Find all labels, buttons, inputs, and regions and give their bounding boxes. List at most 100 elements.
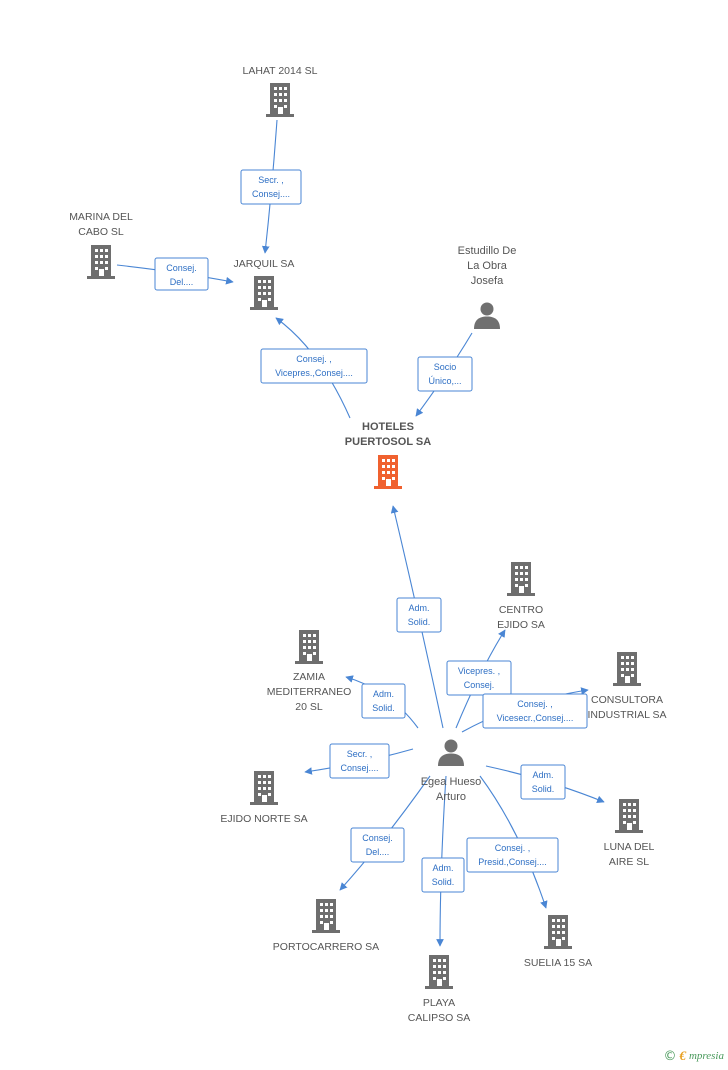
node-label-line: Arturo (436, 791, 466, 803)
relation-label-line: Del.... (366, 847, 390, 857)
node-label-line: EJIDO NORTE SA (220, 813, 307, 825)
brand-logo-initial: € (679, 1048, 686, 1063)
relation-label-line: Adm. (432, 863, 453, 873)
node-label-line: CENTRO (499, 604, 543, 616)
relation-label-box (329, 743, 390, 779)
node-jarquil[interactable]: JARQUIL SA (234, 258, 295, 310)
edge-egea-suelia (479, 775, 548, 909)
node-label-line: CABO SL (78, 226, 124, 238)
relation-label-egea-portocarrero[interactable]: Consej. Del.... (350, 827, 405, 863)
node-suelia[interactable]: SUELIA 15 SA (524, 915, 592, 969)
building-icon (312, 899, 340, 933)
relation-label-line: Adm. (408, 603, 429, 613)
node-label-line: EJIDO SA (497, 619, 545, 631)
relation-label-egea-playa[interactable]: Adm.Solid. (421, 857, 465, 893)
relation-label-box (520, 764, 566, 800)
person-icon (474, 302, 500, 329)
node-label-line: MARINA DEL (69, 211, 133, 223)
node-label-line: AIRE SL (609, 856, 649, 868)
relation-label-box (260, 348, 368, 384)
brand-logo-text: mpresia (688, 1050, 724, 1062)
relation-label-line: Secr. , (347, 749, 373, 759)
node-zamia[interactable]: ZAMIA MEDITERRANEO 20 SL (267, 630, 352, 713)
node-lahat[interactable]: LAHAT 2014 SL (243, 65, 318, 117)
relation-label-egea-centro[interactable]: Vicepres. , Consej. (446, 660, 512, 696)
relation-label-egea-hoteles[interactable]: Adm. Solid. (396, 597, 442, 633)
edges-layer (116, 119, 605, 947)
relation-label-egea-consultora[interactable]: Consej. , Vicesecr.,Consej.... (482, 693, 588, 729)
relation-label-line: Consej. (464, 680, 495, 690)
node-label-line: SUELIA 15 SA (524, 957, 592, 969)
node-label-line: MEDITERRANEO (267, 686, 352, 698)
building-icon (544, 915, 572, 949)
relation-label-box (466, 837, 559, 873)
copyright-symbol: © (663, 1048, 677, 1064)
relation-label-box (396, 597, 442, 633)
node-hoteles[interactable]: HOTELES PUERTOSOL SA (345, 421, 431, 489)
relation-label-box (240, 169, 302, 205)
node-portocarrero[interactable]: PORTOCARRERO SA (273, 899, 379, 953)
node-label-line: LAHAT 2014 SL (243, 65, 318, 77)
building-icon (615, 799, 643, 833)
node-label-line: Josefa (471, 275, 504, 287)
node-label-line: PLAYA (423, 997, 455, 1009)
relation-label-box (350, 827, 405, 863)
relation-label-line: Vicepres. , (458, 666, 500, 676)
relation-label-box (482, 693, 588, 729)
relation-label-line: Consej. (166, 263, 197, 273)
node-label-line: PUERTOSOL SA (345, 436, 431, 448)
node-centro[interactable]: CENTRO EJIDO SA (497, 562, 545, 631)
relation-label-box (446, 660, 512, 696)
relation-label-line: Único,... (428, 376, 461, 386)
relation-label-egea-suelia[interactable]: Consej. ,Presid.,Consej.... (466, 837, 559, 873)
building-icon (425, 955, 453, 989)
footer-brand[interactable]: © €mpresia (663, 1048, 724, 1064)
relation-label-line: Consej. , (517, 699, 553, 709)
building-icon (266, 83, 294, 117)
building-icon (250, 276, 278, 310)
building-icon (87, 245, 115, 279)
relation-label-line: Socio (434, 362, 457, 372)
node-label-line: 20 SL (295, 701, 323, 713)
node-label-line: JARQUIL SA (234, 258, 295, 270)
relation-label-line: Consej. (362, 833, 393, 843)
node-marina[interactable]: MARINA DEL CABO SL (69, 211, 133, 279)
relation-label-line: Solid. (532, 784, 555, 794)
relation-label-line: Adm. (532, 770, 553, 780)
relation-label-line: Del.... (170, 277, 194, 287)
node-label-line: PORTOCARRERO SA (273, 941, 379, 953)
relation-label-line: Solid. (408, 617, 431, 627)
relation-label-egea-zamia[interactable]: Adm. Solid. (361, 683, 406, 719)
relation-label-line: Adm. (373, 689, 394, 699)
relation-label-box (361, 683, 406, 719)
person-icon (438, 739, 464, 766)
relation-label-marina-jarquil[interactable]: Consej. Del.... (154, 257, 209, 291)
node-label-line: CALIPSO SA (408, 1012, 470, 1024)
relation-label-line: Consej.... (252, 189, 290, 199)
nodes-layer: HOTELES PUERTOSOL SA LAHAT 2014 SL MARINA D… (69, 65, 666, 1024)
node-playa[interactable]: PLAYA CALIPSO SA (408, 955, 470, 1024)
relation-label-estudillo-hoteles[interactable]: SocioÚnico,... (417, 356, 473, 392)
relation-label-hoteles-jarquil[interactable]: Consej. ,Vicepres.,Consej.... (260, 348, 368, 384)
relation-label-line: Solid. (372, 703, 395, 713)
relation-label-egea-ejidonorte[interactable]: Secr. ,Consej.... (329, 743, 390, 779)
relation-label-line: Vicesecr.,Consej.... (497, 713, 574, 723)
node-label-line: Egea Hueso (421, 776, 482, 788)
main-company-building-icon (374, 455, 402, 489)
relation-label-line: Vicepres.,Consej.... (275, 368, 353, 378)
relation-label-box (154, 257, 209, 291)
node-label-line: INDUSTRIAL SA (588, 709, 667, 721)
relation-label-box (417, 356, 473, 392)
node-label-line: ZAMIA (293, 671, 325, 683)
node-label-line: La Obra (467, 260, 508, 272)
node-ejidonorte[interactable]: EJIDO NORTE SA (220, 771, 308, 825)
relation-label-egea-luna[interactable]: Adm. Solid. (520, 764, 566, 800)
relation-labels-layer: Secr. ,Consej....Consej.Del....Consej. ,… (154, 169, 588, 893)
relation-label-lahat-jarquil[interactable]: Secr. ,Consej.... (240, 169, 302, 205)
node-label-line: HOTELES (362, 421, 414, 433)
